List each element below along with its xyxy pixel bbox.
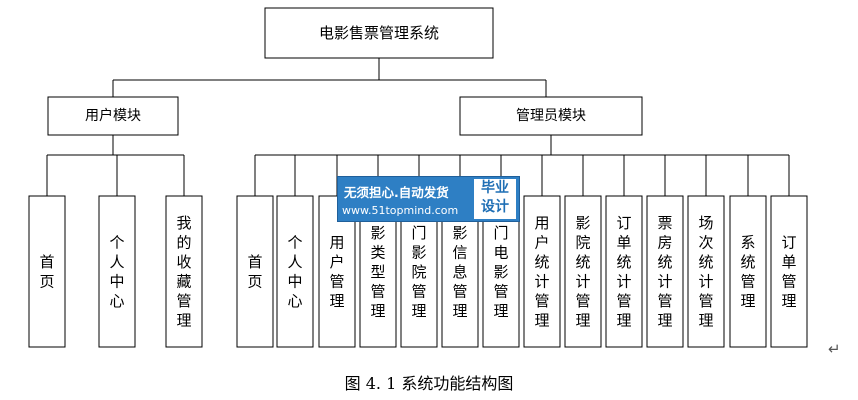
branch-node-label: 用户模块	[85, 107, 141, 124]
child-node	[523, 195, 561, 348]
child-node-label: 门影院管理	[411, 224, 426, 320]
child-node-label: 用户统计管理	[534, 214, 549, 330]
figure-caption: 图 4. 1 系统功能结构图	[344, 374, 514, 393]
child-node	[98, 195, 136, 348]
child-node	[276, 195, 314, 348]
child-node-label: 个人中心	[109, 234, 124, 311]
watermark-badge: 毕业设计	[474, 179, 516, 219]
child-node-label: 影类型管理	[370, 224, 385, 320]
child-node	[687, 195, 725, 348]
child-node-label: 个人中心	[287, 234, 302, 311]
root-node	[264, 7, 494, 59]
child-node-label: 票房统计管理	[657, 214, 672, 330]
root-node-label: 电影售票管理系统	[319, 24, 439, 42]
child-node-label: 系统管理	[740, 234, 755, 311]
child-node	[605, 195, 643, 348]
watermark-text-area: 无须担心.自动发货 www.51topmind.com	[338, 177, 473, 221]
child-node-label: 场次统计管理	[698, 214, 713, 330]
child-node-label: 首页	[247, 253, 262, 291]
child-node	[165, 195, 203, 348]
child-node-label: 订单统计管理	[616, 214, 631, 330]
watermark-slogan: 无须担心.自动发货	[344, 185, 449, 200]
child-node	[646, 195, 684, 348]
child-node-label: 影信息管理	[452, 224, 467, 320]
branch-node-label: 管理员模块	[516, 108, 586, 124]
watermark-url: www.51topmind.com	[342, 204, 459, 217]
child-node	[28, 195, 66, 348]
paragraph-mark: ↵	[828, 340, 841, 358]
child-node-label: 首页	[39, 253, 54, 291]
watermark-overlay: 无须担心.自动发货 www.51topmind.com 毕业设计	[337, 176, 520, 222]
branch-node	[47, 96, 179, 136]
child-node-label: 我的收藏管理	[176, 214, 191, 330]
child-node	[564, 195, 602, 348]
child-node-label: 用户管理	[329, 234, 344, 311]
child-node-label: 影院统计管理	[575, 214, 590, 330]
child-node-label: 订单管理	[781, 234, 796, 311]
child-node	[236, 195, 274, 348]
child-node	[729, 195, 767, 348]
child-node	[770, 195, 808, 348]
child-node-label: 门电影管理	[493, 224, 508, 320]
